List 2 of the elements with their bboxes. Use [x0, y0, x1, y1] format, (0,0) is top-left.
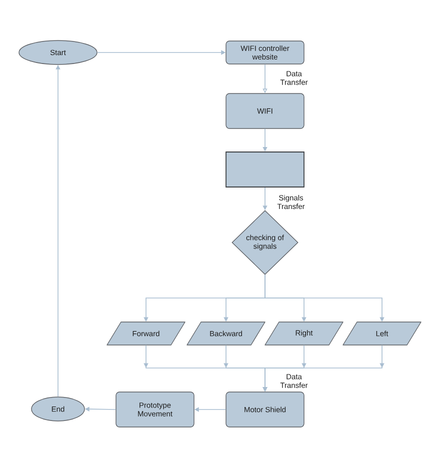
arrow [262, 128, 268, 152]
process-box [226, 152, 304, 188]
